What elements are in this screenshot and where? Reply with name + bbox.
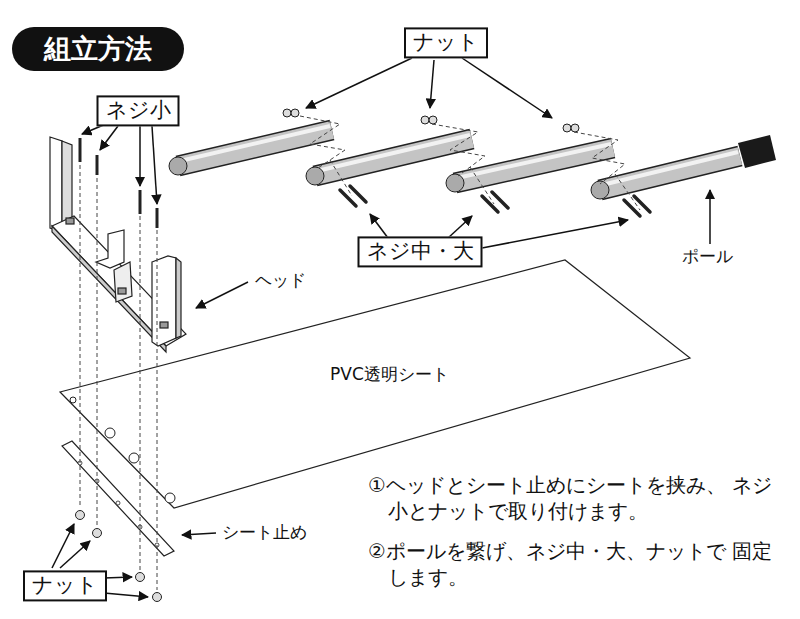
box-label: ネジ小 bbox=[106, 98, 171, 123]
joint-guides bbox=[300, 116, 640, 210]
part-name: ポール bbox=[682, 246, 733, 267]
part-name: シート止め bbox=[222, 522, 307, 543]
poles bbox=[169, 126, 776, 199]
box-label: ナット bbox=[32, 573, 98, 598]
instruction-note: ②ポールを繋げ、ネジ中・大、ナットで 固定します。 bbox=[368, 538, 783, 590]
label-box: ネジ小 bbox=[97, 95, 180, 126]
label-box: ナット bbox=[404, 27, 488, 58]
part-name: PVC透明シート bbox=[330, 364, 449, 385]
label-box: ナット bbox=[23, 570, 107, 601]
box-label: ナット bbox=[413, 30, 479, 55]
instruction-note: ①ヘッドとシート止めにシートを挟み、 ネジ小とナットで取り付けます。 bbox=[368, 472, 783, 524]
dashed-guides bbox=[80, 165, 157, 590]
title-pill: 組立方法 bbox=[12, 27, 184, 71]
small-screws bbox=[80, 138, 157, 228]
medium-large-screws bbox=[340, 186, 650, 216]
part-name: ヘッド bbox=[255, 270, 306, 291]
top-nuts bbox=[283, 109, 579, 132]
box-label: ネジ中・大 bbox=[367, 239, 474, 264]
label-box: ネジ中・大 bbox=[358, 236, 483, 267]
sheet-holes bbox=[70, 397, 175, 503]
head-bracket bbox=[50, 137, 186, 352]
stopper-holes bbox=[78, 461, 159, 547]
